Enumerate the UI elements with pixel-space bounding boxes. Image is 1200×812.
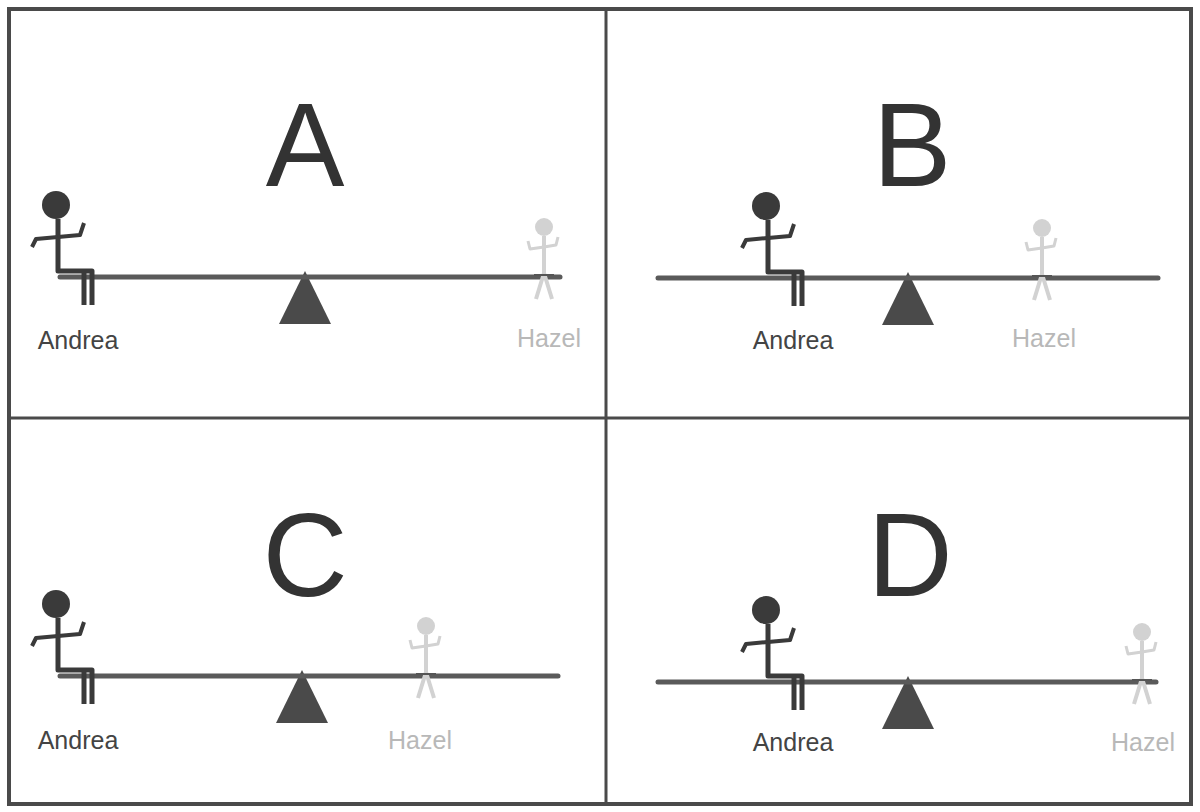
person-name: Hazel [517,326,581,351]
seesaw-panel: C Andrea Hazel [10,418,606,805]
outer-frame [9,9,1191,804]
person-name: Hazel [388,728,452,753]
panel-letter: B [873,86,952,204]
person-name: Andrea [753,328,834,353]
person-name: Andrea [753,730,834,755]
divider [605,9,608,804]
person-name: Hazel [1111,730,1175,755]
seesaw-panel: B Andrea Hazel [606,10,1192,418]
seesaw-panel: A Andrea Hazel [10,10,606,418]
panel-letter: A [266,86,345,204]
person-name: Hazel [1012,326,1076,351]
person-name: Andrea [38,728,119,753]
person-name: Andrea [38,328,119,353]
panel-letter: D [867,496,952,614]
panel-letter: C [262,496,347,614]
divider [9,417,1191,420]
seesaw-panel: D Andrea Hazel [606,418,1192,805]
